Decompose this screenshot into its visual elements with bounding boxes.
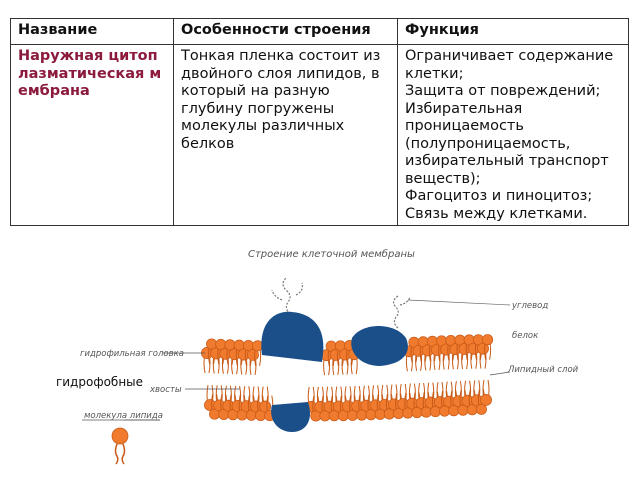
label-carbohydrate: углевод: [511, 301, 548, 311]
cell-name: Наружная цитоплазматическая мембрана: [10, 44, 174, 226]
label-hydrophobic: гидрофобные: [55, 375, 144, 389]
label-hydrophilic-head: гидрофильная головка: [80, 349, 184, 359]
label-protein: белок: [512, 331, 539, 341]
lipid-bilayer: [201, 334, 494, 422]
function-item: Связь между клетками.: [405, 205, 588, 222]
membrane-name: Наружная цитоплазматическая мембрана: [18, 48, 162, 99]
header-name: Название: [10, 18, 174, 45]
lipid-head-bottom: [475, 403, 487, 415]
table-header-row: Название Особенности строения Функция: [10, 18, 629, 45]
function-item: Избирательная проницаемость (полупроница…: [405, 100, 609, 187]
label-lipid-molecule: молекула липида: [84, 411, 163, 421]
lipid-head-top: [482, 334, 494, 346]
function-item: Фагоцитоз и пиноцитоз;: [405, 188, 593, 204]
lipid-molecule-icon: [111, 427, 129, 465]
structure-text: Тонкая пленка состоит из двойного слоя л…: [181, 48, 381, 152]
lipid-head-top: [477, 342, 489, 355]
function-item: Ограничивает содержание клетки;: [405, 48, 614, 82]
header-structure: Особенности строения: [173, 18, 398, 45]
cell-functions: Ограничивает содержание клетки; Защита о…: [397, 44, 629, 226]
protein-bottom: [271, 402, 311, 432]
lipid-head-top: [252, 340, 264, 352]
protein-top: [261, 311, 324, 362]
table-row: Наружная цитоплазматическая мембрана Тон…: [10, 44, 629, 226]
lipid-head-bottom: [259, 400, 272, 413]
info-table: Название Особенности строения Функция На…: [10, 18, 629, 226]
cell-structure: Тонкая пленка состоит из двойного слоя л…: [173, 44, 398, 226]
label-tails: хвосты: [149, 385, 182, 395]
carbohydrate-chains: [271, 277, 511, 329]
function-item: Защита от повреждений;: [405, 83, 601, 99]
lipid-head-top: [247, 348, 259, 361]
label-lipid-layer: Липидный слой: [507, 365, 579, 375]
protein-top-right: [351, 326, 408, 366]
proteins: [261, 311, 408, 432]
lipid-head-bottom: [480, 394, 492, 406]
diagram-labels: углевод белок гидрофильная головка хвост…: [80, 301, 579, 421]
diagram-title: Строение клеточной мембраны: [248, 248, 415, 260]
